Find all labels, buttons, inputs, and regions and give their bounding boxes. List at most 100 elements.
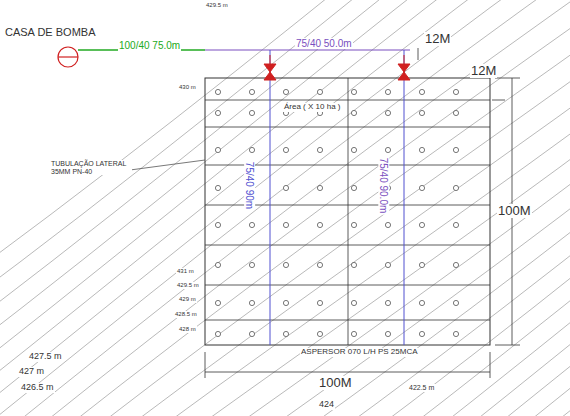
contour-line [60,0,570,416]
sprinkler [283,147,288,152]
sprinkler [351,262,356,267]
map-label: 429 m [178,296,197,303]
sprinkler [385,89,390,94]
grid-line [205,320,490,321]
sprinkler [419,331,424,336]
sprinkler [249,262,254,267]
contour-line [412,0,570,416]
sprinkler [215,262,220,267]
grid-line [348,78,349,345]
valve-symbol [264,55,410,80]
sprinkler [419,222,424,227]
contour-line [0,0,520,416]
sprinkler [419,185,424,190]
sprinkler [351,222,356,227]
sprinkler [419,300,424,305]
lateral-main [270,50,271,345]
sprinkler [351,300,356,305]
contour-line [156,0,570,416]
map-label: 431 m [176,268,195,275]
sprinkler [283,89,288,94]
sprinkler [385,147,390,152]
map-label: 100M [318,376,353,390]
sprinkler [453,262,458,267]
sprinkler [453,110,458,115]
contour-line [284,0,570,416]
pipe-label: 75/40 90m [244,161,255,210]
sprinkler [385,262,390,267]
map-label: 426.5 m [20,383,55,393]
map-label: 429.5 m [205,2,229,9]
contour-line [444,0,570,416]
contour-line [252,0,570,416]
sprinkler [283,185,288,190]
sprinkler [283,300,288,305]
pump-house-symbol [58,47,78,67]
contour-line [540,0,570,416]
sprinkler [215,147,220,152]
grid-line [205,245,490,246]
sprinkler [283,262,288,267]
sprinkler [317,331,322,336]
sprinkler [453,331,458,336]
field-grid [205,78,490,345]
sprinkler [249,89,254,94]
map-label: 424 [318,400,335,410]
map-label: 422.5 m [408,384,435,392]
contour-line [0,0,424,416]
sprinkler [249,110,254,115]
sprinkler [317,147,322,152]
contour-line [220,0,570,416]
field-boundary [205,78,490,345]
lateral-main [404,50,405,345]
sprinkler [215,89,220,94]
sprinkler [317,89,322,94]
sprinkler [317,300,322,305]
pipe-label: 75/40 90.0m [378,157,389,215]
sprinkler [385,331,390,336]
sprinkler [249,300,254,305]
grid-line [205,285,490,286]
sprinkler [453,147,458,152]
sprinkler [215,110,220,115]
sprinkler [453,222,458,227]
sprinkler [351,110,356,115]
map-label: CASA DE BOMBA [4,26,96,38]
contour-line [92,0,570,416]
contour-line [0,0,552,416]
sprinkler [351,89,356,94]
sprinkler [453,300,458,305]
sprinkler [385,300,390,305]
grid-line [205,100,490,101]
sprinkler [453,185,458,190]
map-label: Área ( X 10 ha ) [283,103,341,112]
map-label: ASPERSOR 070 L/H PS 25MCA [300,348,419,357]
sprinkler [385,222,390,227]
branch-pipe [205,49,410,50]
map-label: 12M [470,64,497,78]
sprinkler [283,331,288,336]
map-label: 428 m [178,326,197,333]
sprinkler [351,147,356,152]
map-label: 75/40 50.0m [295,38,353,49]
sprinkler [215,300,220,305]
sprinkler [351,331,356,336]
sprinkler [215,222,220,227]
contour-line [0,0,456,416]
sprinkler [249,331,254,336]
map-label: 428.5 m [174,311,198,318]
sprinkler [385,110,390,115]
sprinkler [215,331,220,336]
map-label: 427.5 m [28,352,63,362]
contour-line [124,0,570,416]
sprinkler [283,222,288,227]
map-label: 100M [497,204,532,218]
sprinkler [419,262,424,267]
map-label: 427 m [18,367,45,377]
map-label: 430 m [178,84,197,91]
sprinkler [419,89,424,94]
sprinkler [249,147,254,152]
dimension-lines [130,48,520,378]
